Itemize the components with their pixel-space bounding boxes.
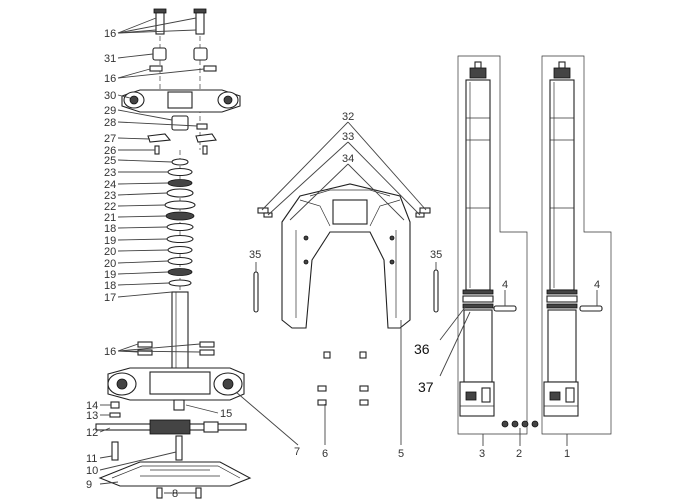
fork-guard (281, 183, 411, 329)
skid-plate-9 (98, 461, 252, 487)
callout-19a: 19 (104, 235, 116, 247)
fasteners-6 (317, 351, 369, 406)
callout-8: 8 (172, 488, 178, 500)
stem-leader-lines (99, 17, 299, 494)
callout-16b: 16 (104, 73, 116, 85)
callout-30: 30 (104, 90, 116, 102)
callout-11: 11 (86, 453, 97, 465)
callout-34: 34 (342, 153, 354, 165)
rod-10 (175, 435, 183, 461)
fork-guard-pad-right (579, 305, 603, 312)
callout-15: 15 (220, 408, 232, 420)
callout-26: 26 (104, 145, 116, 157)
callout-18a: 18 (104, 223, 116, 235)
callout-4a: 4 (502, 279, 508, 291)
callout-16a: 16 (104, 28, 116, 40)
callout-24: 24 (104, 179, 116, 191)
guard-leader-lines (255, 121, 437, 445)
callout-22: 22 (104, 201, 116, 213)
callout-29: 29 (104, 105, 116, 117)
callout-23b: 23 (104, 190, 116, 202)
callout-12: 12 (86, 427, 98, 439)
side-pad-left (253, 271, 259, 313)
callout-31: 31 (104, 53, 116, 65)
steering-stem-tube (171, 291, 189, 373)
washer-28 (196, 123, 208, 130)
bushing-15 (173, 399, 185, 411)
callout-9: 9 (86, 479, 92, 491)
callout-33: 33 (342, 131, 354, 143)
callout-6: 6 (322, 448, 328, 460)
steering-damper-12 (95, 419, 247, 435)
pinch-bolts-lower (137, 341, 215, 356)
callout-7: 7 (294, 446, 300, 458)
callout-35b: 35 (430, 249, 442, 261)
screw-26 (154, 145, 160, 155)
callout-18b: 18 (104, 280, 116, 292)
bearing-stack (164, 158, 196, 287)
stem-callouts: 16 31 16 30 29 28 27 26 25 23 24 23 22 2… (86, 28, 300, 500)
upper-triple-clamp (121, 89, 241, 113)
callout-23a: 23 (104, 167, 116, 179)
callout-3: 3 (479, 448, 485, 460)
top-bolts (153, 8, 207, 35)
callout-16c: 16 (104, 346, 116, 358)
o-ring-set-2 (501, 420, 539, 428)
fork-guard-assembly: 32 33 34 35 35 6 5 (249, 111, 442, 460)
callout-10: 10 (86, 465, 98, 477)
pinch-bolts-upper (149, 65, 217, 72)
fork-guard-pad-left (493, 305, 517, 312)
callout-25: 25 (104, 155, 116, 167)
fork-leg-left-3 (457, 55, 528, 435)
callout-20b: 20 (104, 258, 116, 270)
callout-5: 5 (398, 448, 404, 460)
callout-28: 28 (104, 117, 116, 129)
callout-21: 21 (104, 212, 116, 224)
clip-27 (147, 133, 172, 143)
callout-35a: 35 (249, 249, 261, 261)
fork-leader-lines (439, 290, 598, 446)
callout-32: 32 (342, 111, 354, 123)
callout-4b: 4 (594, 279, 600, 291)
washer-13 (109, 412, 121, 418)
stem-nut (171, 115, 189, 131)
callout-19b: 19 (104, 269, 116, 281)
fork-leg-right-1 (541, 55, 612, 435)
cap-nuts (152, 47, 208, 61)
callout-13: 13 (86, 410, 98, 422)
lower-triple-clamp (107, 367, 245, 401)
callout-37: 37 (418, 379, 434, 395)
callout-20a: 20 (104, 246, 116, 258)
side-pad-right (433, 269, 439, 313)
callout-17: 17 (104, 292, 116, 304)
callout-36: 36 (414, 341, 430, 357)
callout-1: 1 (564, 448, 570, 460)
steering-stem-assembly (95, 8, 299, 499)
fork-callouts: 36 37 4 4 3 2 1 (414, 279, 600, 460)
callout-27: 27 (104, 133, 116, 145)
nut-14 (110, 401, 120, 409)
callout-2: 2 (516, 448, 522, 460)
bolt-11 (111, 441, 119, 461)
callout-14: 14 (86, 400, 98, 412)
